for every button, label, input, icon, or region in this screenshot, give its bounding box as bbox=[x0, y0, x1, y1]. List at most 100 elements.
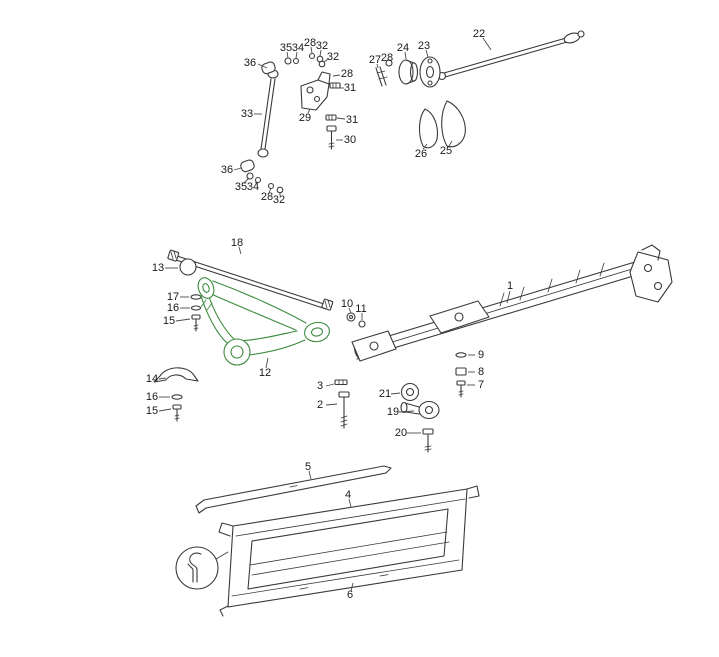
callout-leader-12 bbox=[265, 357, 269, 369]
callout-35: 35 bbox=[235, 181, 247, 193]
callout-leader-32 bbox=[319, 49, 322, 57]
callout-leader-24 bbox=[404, 51, 407, 60]
callout-leader-1 bbox=[506, 290, 511, 304]
callout-28: 28 bbox=[381, 52, 393, 64]
callout-leader-32 bbox=[323, 58, 329, 63]
callout-15: 15 bbox=[146, 405, 158, 417]
callout-leader-10 bbox=[348, 307, 352, 314]
callout-leader-36 bbox=[233, 167, 242, 171]
callout-leader-14 bbox=[158, 377, 167, 380]
callout-22: 22 bbox=[473, 28, 485, 40]
callout-10: 10 bbox=[341, 298, 353, 310]
part-31-stud-lower bbox=[325, 114, 337, 121]
stabilizer-hardware-upper bbox=[284, 52, 326, 68]
part-20-bolt bbox=[422, 428, 434, 453]
callout-28: 28 bbox=[304, 37, 316, 49]
callout-2: 2 bbox=[317, 399, 323, 411]
callout-33: 33 bbox=[241, 108, 253, 120]
callout-31: 31 bbox=[344, 82, 356, 94]
part-1-axle-beam bbox=[351, 244, 673, 362]
part-6-brace bbox=[231, 559, 460, 597]
part-33-drop-link bbox=[257, 69, 279, 158]
part-25-cover bbox=[441, 100, 466, 148]
callout-leader-15 bbox=[175, 318, 191, 322]
floor-frame bbox=[218, 485, 480, 617]
callout-leader-28 bbox=[310, 46, 313, 54]
callout-7: 7 bbox=[478, 379, 484, 391]
callout-5: 5 bbox=[305, 461, 311, 473]
part-28-nut-top bbox=[385, 59, 393, 67]
callout-9: 9 bbox=[478, 349, 484, 361]
callout-6: 6 bbox=[347, 589, 353, 601]
part-14-clamp bbox=[153, 367, 199, 383]
callout-18: 18 bbox=[231, 237, 243, 249]
callout-13: 13 bbox=[152, 262, 164, 274]
callout-leader-19 bbox=[398, 410, 415, 413]
callout-17: 17 bbox=[167, 291, 179, 303]
callout-14: 14 bbox=[146, 373, 158, 385]
callout-16: 16 bbox=[167, 302, 179, 314]
part-22-tie-rod bbox=[437, 30, 585, 81]
callout-11: 11 bbox=[355, 303, 366, 315]
callout-15: 15 bbox=[163, 315, 175, 327]
part-5-brace bbox=[195, 465, 392, 514]
callout-4: 4 bbox=[345, 489, 351, 501]
callout-27: 27 bbox=[369, 54, 381, 66]
hardware-9-8-7 bbox=[455, 352, 467, 398]
stabilizer-hardware-lower bbox=[246, 172, 284, 194]
callout-leader-4 bbox=[348, 498, 352, 508]
callout-8: 8 bbox=[478, 366, 484, 378]
callout-34: 34 bbox=[292, 42, 304, 54]
part-3-stud bbox=[334, 379, 348, 386]
callout-leader-27 bbox=[376, 63, 379, 69]
callout-3: 3 bbox=[317, 380, 323, 392]
callout-36: 36 bbox=[221, 164, 233, 176]
part-19-link bbox=[400, 400, 440, 420]
part-36-bushing-lower bbox=[240, 159, 255, 173]
callout-leader-21 bbox=[390, 392, 401, 395]
part-13-cap bbox=[179, 258, 197, 276]
callout-23: 23 bbox=[418, 40, 430, 52]
callout-32: 32 bbox=[316, 40, 328, 52]
part-23-flange bbox=[419, 56, 441, 88]
callout-leader-36 bbox=[257, 63, 268, 69]
part-26-cover-inner bbox=[418, 108, 438, 149]
callout-32: 32 bbox=[327, 51, 339, 63]
callout-21: 21 bbox=[379, 388, 391, 400]
callout-25: 25 bbox=[440, 145, 452, 157]
callout-leader-28 bbox=[268, 187, 272, 194]
callout-leader-25 bbox=[448, 140, 453, 147]
callout-20: 20 bbox=[395, 427, 407, 439]
callout-31: 31 bbox=[346, 114, 358, 126]
part-36-bushing-upper bbox=[261, 61, 276, 75]
fastener-symbol-circle bbox=[175, 546, 229, 590]
callout-leader-3 bbox=[325, 383, 335, 387]
part-2-bolt bbox=[338, 391, 350, 429]
callout-leader-35 bbox=[286, 51, 289, 59]
callout-leader-28 bbox=[332, 74, 341, 77]
callout-12: 12 bbox=[259, 367, 271, 379]
callout-28: 28 bbox=[261, 191, 273, 203]
callout-leader-34 bbox=[254, 181, 258, 184]
callout-32: 32 bbox=[273, 194, 285, 206]
part-31-stud-upper bbox=[329, 82, 341, 89]
callout-35: 35 bbox=[280, 42, 292, 54]
callout-leader-23 bbox=[425, 49, 429, 58]
callout-leader-18 bbox=[238, 246, 242, 255]
callout-leader-26 bbox=[422, 143, 428, 150]
callout-leader-35 bbox=[243, 177, 250, 184]
part-30-bolt bbox=[326, 125, 337, 150]
part-21-grommet bbox=[400, 382, 420, 402]
callout-leader-15 bbox=[158, 408, 172, 412]
spring-clip-icon bbox=[187, 552, 202, 583]
part-4-brace bbox=[235, 498, 466, 537]
callout-29: 29 bbox=[299, 112, 311, 124]
callout-16: 16 bbox=[146, 391, 158, 403]
part-18-torsion-bar bbox=[167, 249, 334, 311]
callout-leader-2 bbox=[325, 403, 338, 406]
callout-leader-29 bbox=[307, 108, 311, 114]
callout-36: 36 bbox=[244, 57, 256, 69]
